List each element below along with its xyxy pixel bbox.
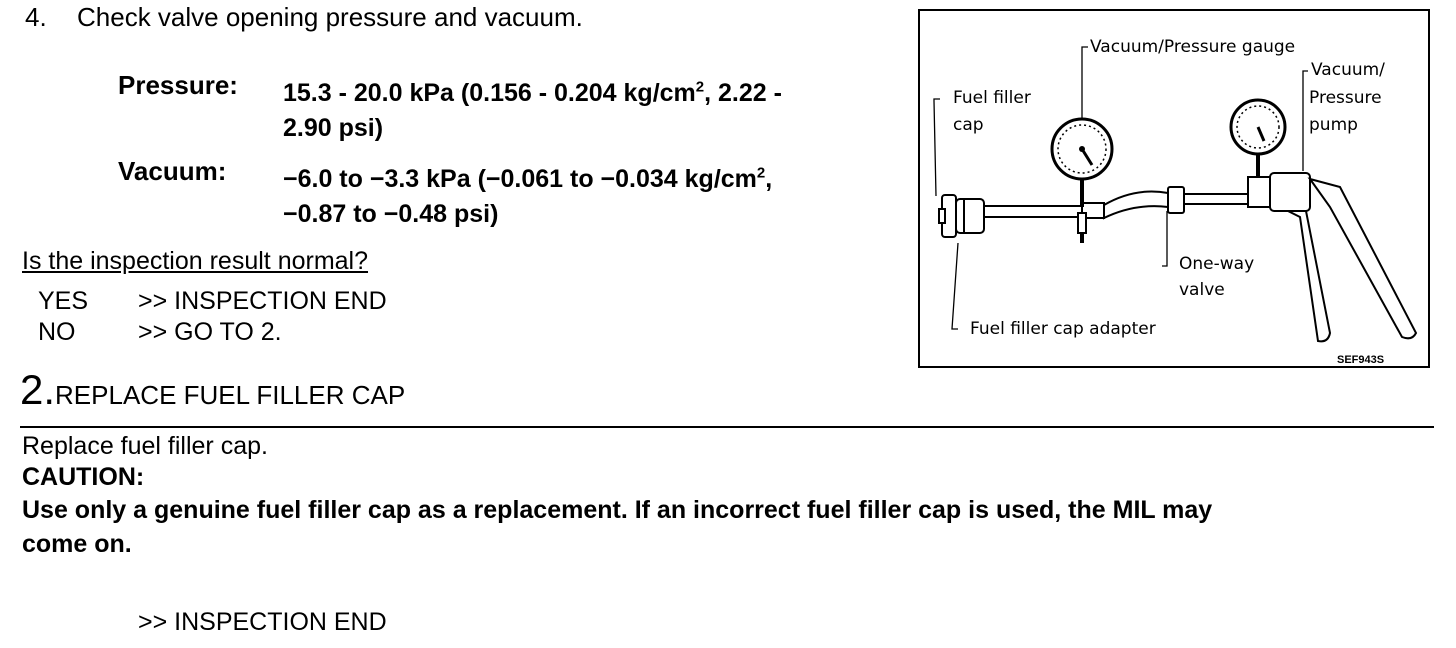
answer-yes-key: YES xyxy=(38,287,89,315)
test-setup-figure: Vacuum/Pressure gauge Vacuum/ Pressure p… xyxy=(918,9,1430,368)
vacuum-value-line1: −6.0 to −3.3 kPa (−0.061 to −0.034 kg/cm… xyxy=(283,162,772,196)
step-text: Check valve opening pressure and vacuum. xyxy=(77,2,583,32)
section-divider xyxy=(20,426,1434,428)
gauge-leader xyxy=(1081,46,1088,119)
label-gauge: Vacuum/Pressure gauge xyxy=(1090,37,1295,57)
adapter-leader xyxy=(951,242,959,330)
pressure-value-a: 15.3 - 20.0 kPa (0.156 - 0.204 kg/cm xyxy=(283,79,696,107)
caution-text-line1: Use only a genuine fuel filler cap as a … xyxy=(22,496,1213,524)
caution-text-line2: come on. xyxy=(22,530,132,558)
pressure-value-sup: 2 xyxy=(695,78,705,96)
label-adapter: Fuel filler cap adapter xyxy=(970,319,1156,339)
vacuum-value-b: , xyxy=(765,165,773,193)
pressure-label: Pressure: xyxy=(118,70,238,100)
pressure-value-line2: 2.90 psi) xyxy=(283,114,384,142)
caution-label: CAUTION: xyxy=(22,463,145,491)
answer-no-action: >> GO TO 2. xyxy=(138,318,282,346)
label-valve-2: valve xyxy=(1179,280,1225,300)
step-number: 4. xyxy=(25,2,47,32)
label-cap-1: Fuel filler xyxy=(953,88,1031,108)
cap-leader xyxy=(933,98,940,197)
vacuum-value-a: −6.0 to −3.3 kPa (−0.061 to −0.034 kg/cm xyxy=(283,165,757,193)
pump-leader xyxy=(1302,70,1308,171)
inspection-question: Is the inspection result normal? xyxy=(22,247,369,275)
label-cap-2: cap xyxy=(953,115,984,135)
step-2-number: 2. xyxy=(20,366,56,413)
step-4-heading: 4. Check valve opening pressure and vacuu… xyxy=(25,2,583,33)
vacuum-value-line2: −0.87 to −0.48 psi) xyxy=(283,200,499,228)
replace-instruction: Replace fuel filler cap. xyxy=(22,432,268,460)
one-way-valve-icon xyxy=(1167,186,1185,214)
fuel-filler-cap-icon xyxy=(938,194,985,238)
pressure-value-b: , 2.22 - xyxy=(704,79,782,107)
label-pump-2: Pressure xyxy=(1309,88,1382,108)
test-setup-diagram: Vacuum/Pressure gauge Vacuum/ Pressure p… xyxy=(933,37,1418,366)
step-2-title: REPLACE FUEL FILLER CAP xyxy=(55,380,406,410)
label-pump-1: Vacuum/ xyxy=(1311,60,1385,80)
hose-assembly xyxy=(983,186,1257,220)
figure-code: SEF943S xyxy=(1337,354,1384,366)
vacuum-pressure-gauge-icon xyxy=(1050,117,1114,243)
inspection-end: >> INSPECTION END xyxy=(138,608,387,636)
label-pump-3: pump xyxy=(1309,115,1358,135)
label-valve-1: One-way xyxy=(1179,254,1254,274)
pressure-value-line1: 15.3 - 20.0 kPa (0.156 - 0.204 kg/cm2, 2… xyxy=(283,76,782,110)
valve-leader xyxy=(1162,211,1168,267)
answer-yes-action: >> INSPECTION END xyxy=(138,287,387,315)
vacuum-pressure-pump-icon xyxy=(1229,98,1418,343)
step-2-heading: 2.REPLACE FUEL FILLER CAP xyxy=(20,366,405,414)
vacuum-value-sup: 2 xyxy=(756,164,766,182)
vacuum-label: Vacuum: xyxy=(118,156,227,186)
answer-no-key: NO xyxy=(38,318,76,346)
